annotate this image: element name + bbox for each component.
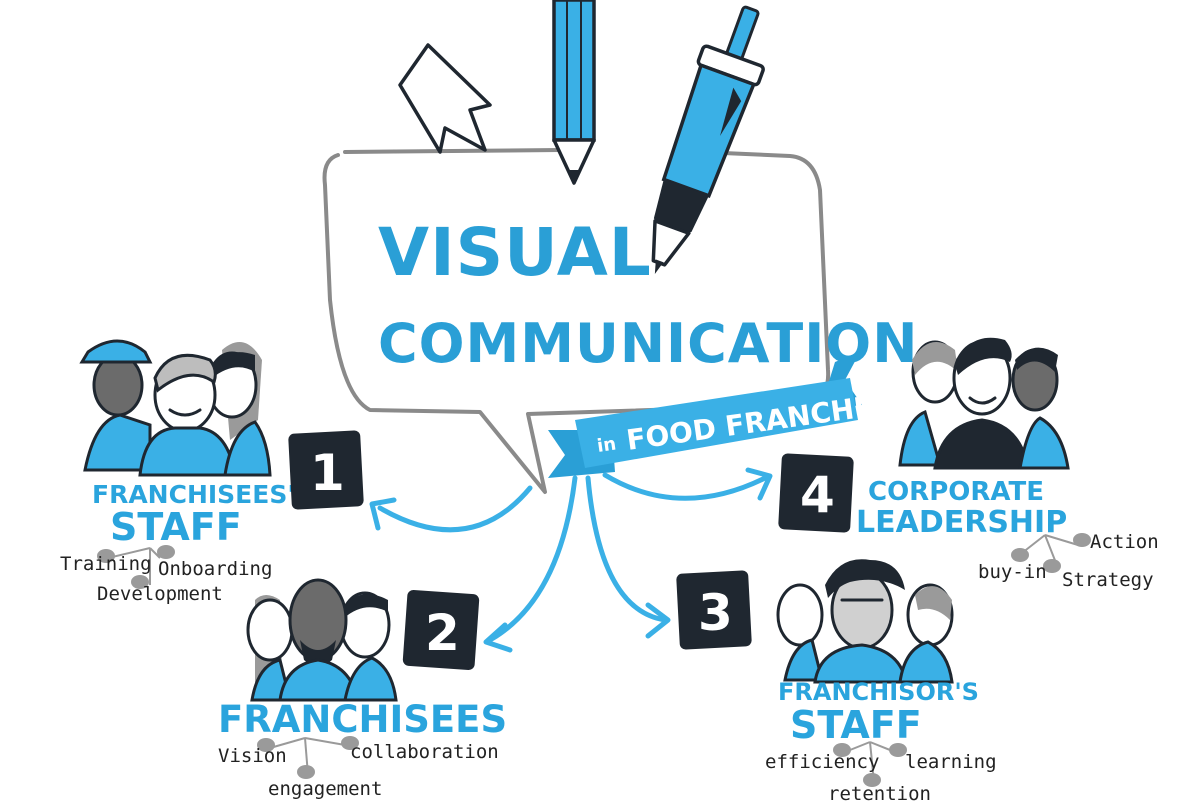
number-badge-1 <box>288 430 364 510</box>
number-badge-1-text: 1 <box>310 444 345 502</box>
people-illustration-3 <box>776 559 954 684</box>
group-1-title-line-2: STAFF <box>110 505 242 549</box>
keyword-vision: Vision <box>218 745 287 767</box>
keyword-action: Action <box>1090 531 1159 553</box>
group-4-title-line-1: CORPORATE <box>868 477 1044 507</box>
arrow-down-icon <box>398 43 492 154</box>
people-illustration-2 <box>246 578 398 702</box>
arrow-to-group-4 <box>602 472 768 501</box>
group-corporate-leadership: CORPORATE LEADERSHIP 4 Action buy-in Str… <box>778 337 1159 591</box>
keyword-strategy: Strategy <box>1062 569 1154 591</box>
keyword-engagement: engagement <box>268 778 382 800</box>
arrow-to-group-3 <box>585 475 668 623</box>
number-badge-2-text: 2 <box>425 604 460 662</box>
keyword-training: Training <box>60 553 152 575</box>
group-3-title-line-2: STAFF <box>790 703 922 747</box>
keyword-efficiency: efficiency <box>765 751 879 773</box>
group-1-title-line-1: FRANCHISEES' <box>92 480 295 509</box>
connector-arrows <box>369 467 773 653</box>
people-illustration-1 <box>79 339 272 477</box>
group-2-title: FRANCHISEES <box>218 698 507 741</box>
group-3-keywords: efficiency learning retention <box>765 741 997 805</box>
number-badge-3-text: 3 <box>698 584 733 642</box>
group-4-keywords: Action buy-in Strategy <box>978 531 1159 591</box>
keyword-buy-in: buy-in <box>978 561 1047 583</box>
pen-icon <box>651 5 765 275</box>
group-2-keywords: Vision collaboration engagement <box>218 736 499 800</box>
group-franchisors-staff: FRANCHISOR'S STAFF 3 efficiency learning… <box>676 559 997 805</box>
arrow-to-group-2 <box>487 475 578 643</box>
keyword-development: Development <box>97 583 223 605</box>
group-1-keywords: Training Onboarding Development <box>60 545 272 605</box>
group-franchisees-staff: FRANCHISEES' STAFF 1 Training Onboarding… <box>60 339 364 605</box>
people-illustration-4 <box>898 337 1070 470</box>
number-badge-3 <box>676 570 752 650</box>
keyword-collaboration: collaboration <box>350 741 499 763</box>
pencil-icon <box>552 0 596 185</box>
title-line-1: VISUAL <box>378 214 652 291</box>
group-4-title-line-2: LEADERSHIP <box>856 505 1067 540</box>
number-badge-2 <box>402 589 480 671</box>
number-badge-4-text: 4 <box>800 466 835 524</box>
group-3-title-line-1: FRANCHISOR'S <box>778 678 979 706</box>
banner-prefix: in <box>596 434 618 457</box>
keyword-retention: retention <box>828 783 931 805</box>
arrow-to-group-1 <box>377 485 533 533</box>
group-franchisees: FRANCHISEES 2 Vision collaboration engag… <box>218 578 507 800</box>
title-line-2: COMMUNICATION <box>378 312 918 375</box>
number-badge-4 <box>778 453 854 533</box>
keyword-learning: learning <box>905 751 997 773</box>
keyword-onboarding: Onboarding <box>158 558 272 580</box>
